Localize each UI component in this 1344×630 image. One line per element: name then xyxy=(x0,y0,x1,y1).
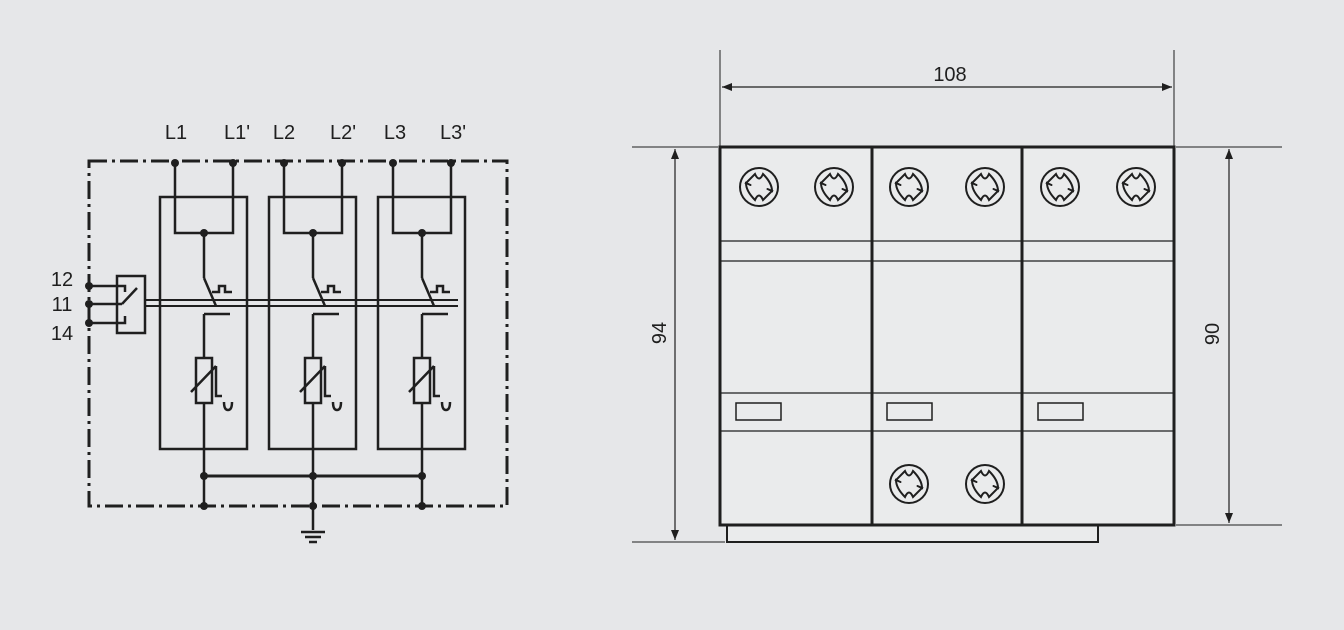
terminal-label: L1' xyxy=(224,122,250,144)
contact-label: 12 xyxy=(51,269,73,291)
screw-icon xyxy=(1116,167,1156,207)
terminal-label: L2 xyxy=(273,122,295,144)
terminal-label: L1 xyxy=(165,122,187,144)
screw-icon xyxy=(889,167,929,207)
signal-contact xyxy=(89,274,147,335)
contact-label: 11 xyxy=(52,294,73,316)
protection-module xyxy=(376,163,467,476)
dimension-drawing: 108 94 90 xyxy=(632,50,1282,543)
screw-icon xyxy=(889,464,929,504)
din-rail-foot xyxy=(726,524,1099,543)
status-window xyxy=(735,402,782,421)
contact-labels: 12 11 14 xyxy=(51,269,73,345)
enclosure-outline xyxy=(87,159,509,508)
status-window xyxy=(1037,402,1084,421)
screw-icon xyxy=(814,167,854,207)
width-dimension: 108 xyxy=(933,64,966,86)
terminal-label: L3 xyxy=(384,122,406,144)
device-housing xyxy=(718,145,1176,527)
overall-height-dimension: 94 xyxy=(649,322,671,344)
screw-icon xyxy=(965,464,1005,504)
wiring-schematic: L1 L1' L2 L2' L3 L3' 12 11 14 xyxy=(51,122,509,544)
terminal-labels: L1 L1' L2 L2' L3 L3' xyxy=(165,122,466,144)
protection-module xyxy=(158,163,249,476)
contact-label: 14 xyxy=(51,323,73,345)
screw-icon xyxy=(1040,167,1080,207)
terminal-label: L3' xyxy=(440,122,466,144)
screw-icon xyxy=(965,167,1005,207)
status-window xyxy=(886,402,933,421)
screw-icon xyxy=(739,167,779,207)
protection-module xyxy=(267,163,358,476)
terminal-label: L2' xyxy=(330,122,356,144)
ground-icon xyxy=(301,520,325,544)
body-height-dimension: 90 xyxy=(1202,323,1224,345)
